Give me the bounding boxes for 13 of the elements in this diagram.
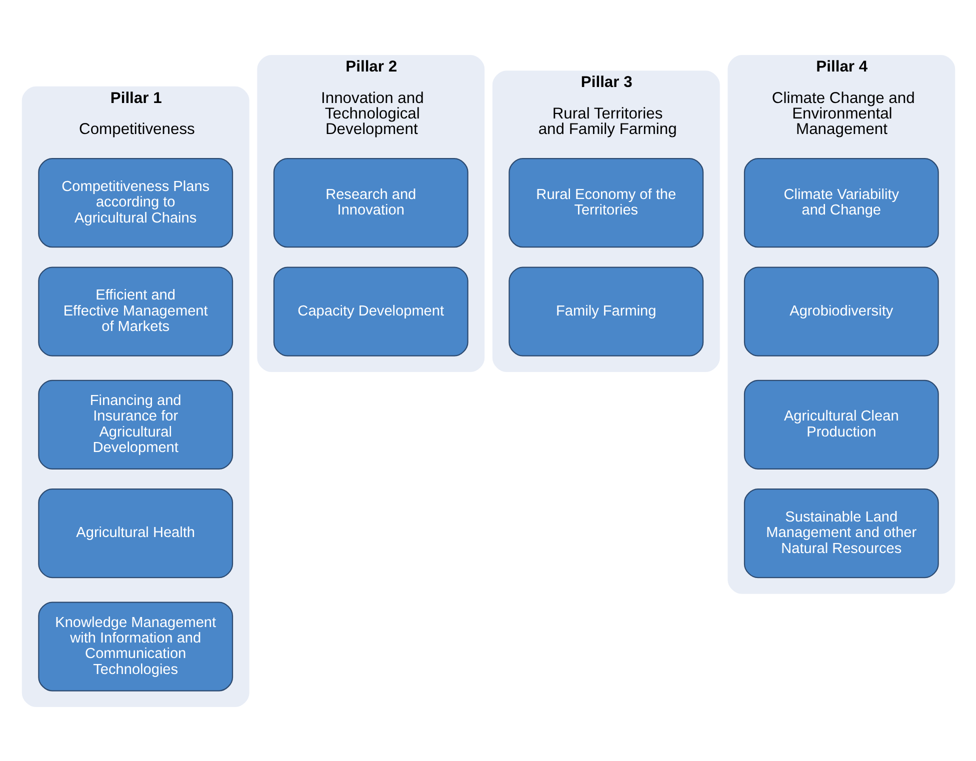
node-box: Agricultural Clean Production — [743, 379, 938, 469]
node-box: Efficient and Effective Management of Markets — [38, 266, 233, 356]
node-box: Capacity Development — [272, 266, 468, 356]
node-box: Research and Innovation — [272, 158, 468, 248]
node-box: Family Farming — [508, 266, 704, 356]
node-box: Agrobiodiversity — [743, 266, 938, 356]
node-box: Competitiveness Plans according to Agricultural Chains — [38, 158, 233, 248]
node-box: Sustainable Land Management and other Natural Resources — [743, 488, 938, 578]
node-box: Financing and Insurance for Agricultural Development — [38, 379, 233, 469]
node-box: Agricultural Health — [38, 488, 233, 578]
node-box: Knowledge Management with Information and Communication Technologies — [38, 601, 233, 691]
node-box: Climate Variability and Change — [743, 158, 938, 248]
node-box: Rural Economy of the Territories — [508, 158, 704, 248]
